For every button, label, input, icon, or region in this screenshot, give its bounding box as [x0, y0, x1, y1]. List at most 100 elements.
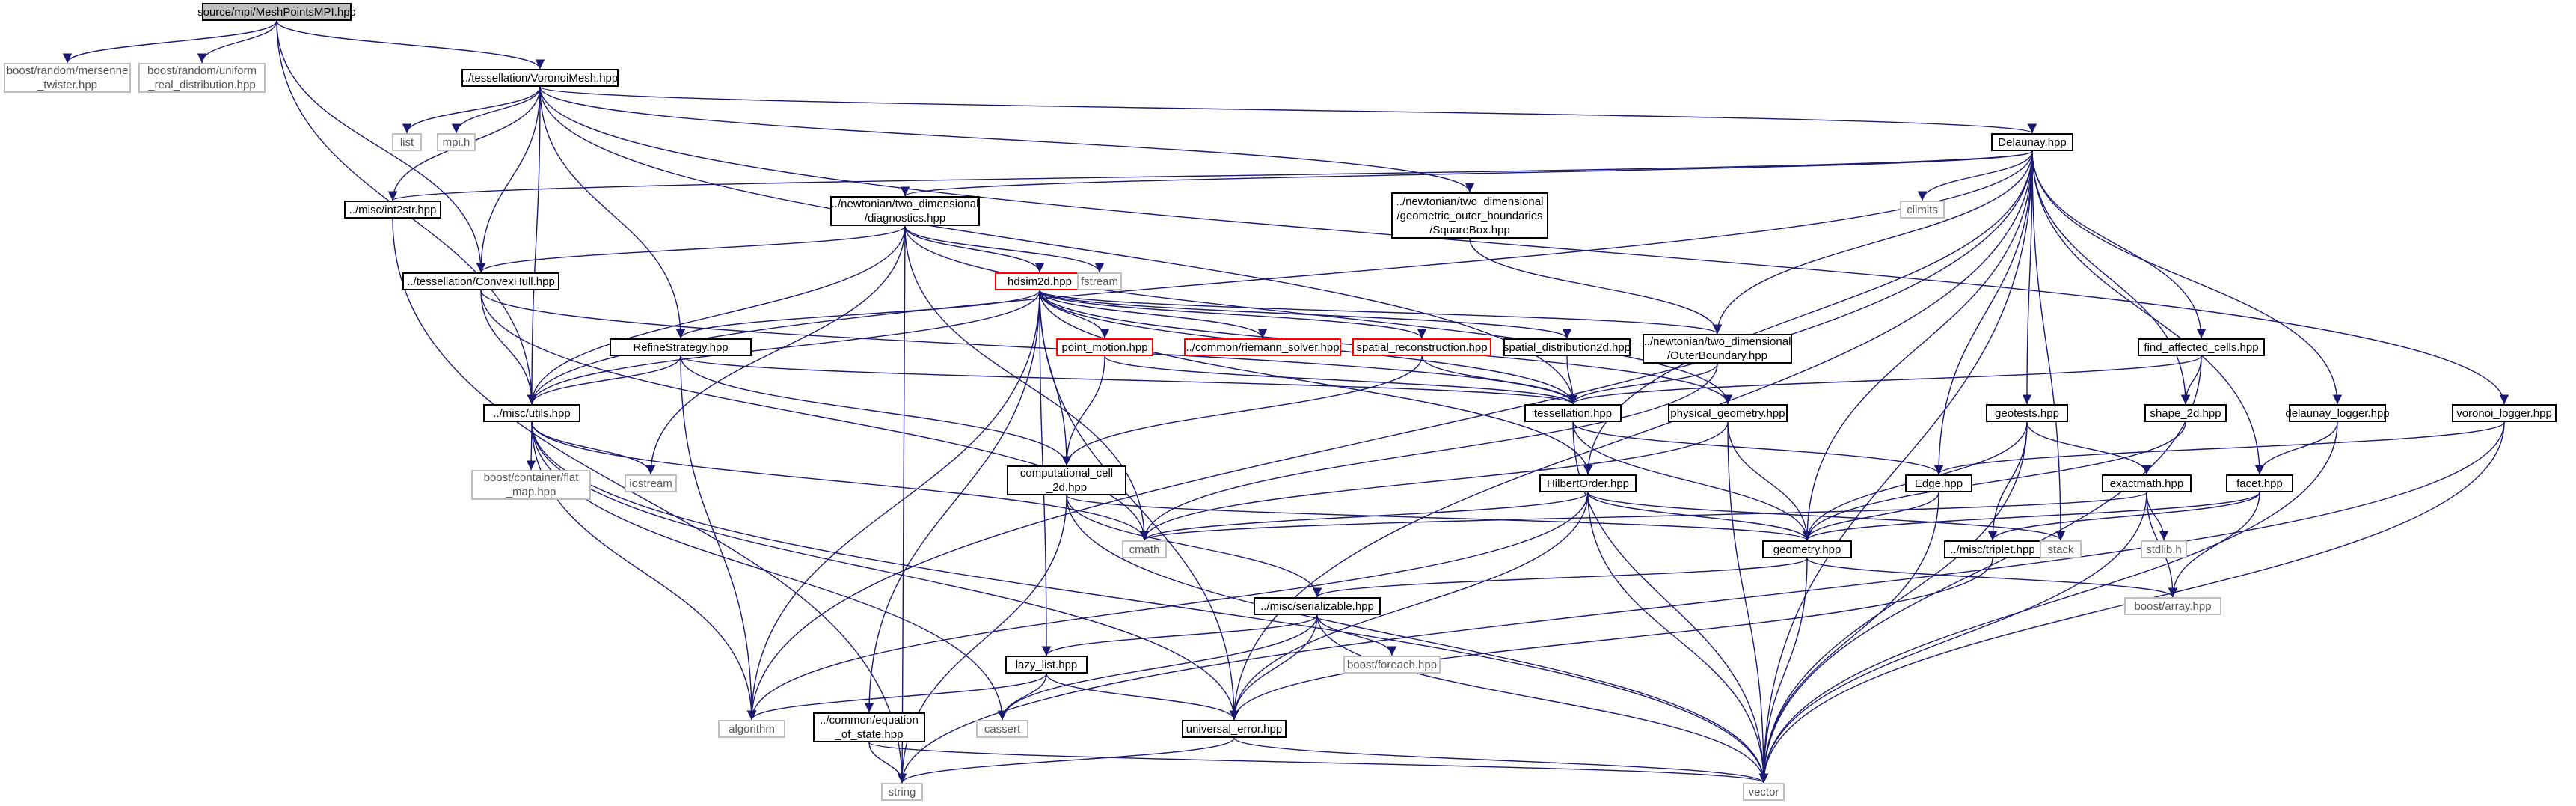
edge-voronoimesh-voronoilogger	[539, 86, 2509, 405]
edge-diagnostics-hdsim	[904, 225, 1045, 273]
edge-compcell-serializable	[1066, 495, 1322, 598]
node-lazylist[interactable]: lazy_list.hpp	[1005, 656, 1088, 674]
node-eos[interactable]: ../common/equation _of_state.hpp	[813, 712, 925, 742]
edge-facet-boostarray	[2168, 492, 2260, 598]
node-findaffected[interactable]: find_affected_cells.hpp	[2138, 338, 2265, 356]
edge-delaunaylogger-facet	[2254, 421, 2338, 475]
edge-geotests-exactmath	[2026, 421, 2152, 475]
edge-exactmath-cmath	[1140, 492, 2147, 541]
edge-physgeom-vector	[1727, 421, 1769, 784]
edge-hilbert-stack	[1587, 492, 2066, 541]
node-diagnostics[interactable]: ../newtonian/two_dimensional /diagnostic…	[830, 196, 980, 226]
node-voronoilogger[interactable]: voronoi_logger.hpp	[2452, 404, 2557, 422]
node-boostarray: boost/array.hpp	[2124, 597, 2221, 615]
node-universalerror[interactable]: universal_error.hpp	[1182, 720, 1287, 738]
node-delaunaylogger[interactable]: delaunay_logger.hpp	[2285, 404, 2390, 422]
edge-refine-utils	[527, 355, 681, 405]
node-root: source/mpi/MeshPointsMPI.hpp	[197, 3, 356, 21]
node-convexhull[interactable]: ../tessellation/ConvexHull.hpp	[402, 272, 559, 290]
node-physgeom[interactable]: physical_geometry.hpp	[1668, 404, 1788, 422]
edge-pointmotion-compcell	[1061, 355, 1105, 466]
edge-delaunay-outerboundary	[1712, 150, 2033, 335]
node-triplet[interactable]: ../misc/triplet.hpp	[1944, 540, 2041, 558]
edge-diagnostics-cmath	[904, 225, 1150, 541]
edge-findaffected-tessellation	[1568, 355, 2202, 405]
edge-voronoimesh-list	[402, 86, 541, 134]
edge-facet-triplet	[1987, 492, 2260, 541]
node-shape2d[interactable]: shape_2d.hpp	[2144, 404, 2227, 422]
edge-diagnostics-utils	[527, 225, 906, 405]
node-exactmath[interactable]: exactmath.hpp	[2102, 474, 2192, 492]
node-facet[interactable]: facet.hpp	[2226, 474, 2293, 492]
edge-delaunay-findaffected	[2031, 150, 2207, 339]
edge-physgeom-geometry	[1727, 421, 1812, 541]
node-uniform: boost/random/uniform _real_distribution.…	[138, 63, 266, 93]
edge-hdsim-algorithm	[746, 290, 1040, 721]
edge-utils-vector	[531, 421, 1769, 784]
edge-delaunay-utils	[527, 150, 2033, 405]
edge-diagnostics-fstream	[904, 225, 1105, 273]
edge-voronoimesh-utils	[527, 86, 541, 405]
node-refine[interactable]: RefineStrategy.hpp	[610, 338, 752, 356]
edge-compcell-geometry	[1066, 495, 1812, 541]
node-squarebox[interactable]: ../newtonian/two_dimensional /geometric_…	[1391, 192, 1548, 239]
node-edge[interactable]: Edge.hpp	[1905, 474, 1972, 492]
edge-serializable-vector	[1316, 614, 1769, 784]
edge-tessellation-edge	[1572, 421, 1944, 475]
edge-triplet-universalerror	[1229, 558, 1993, 721]
node-stack: stack	[2040, 540, 2082, 558]
edge-voronoimesh-delaunay	[539, 86, 2037, 134]
node-cmath: cmath	[1122, 540, 1167, 558]
edge-voronoilogger-edge	[1933, 421, 2505, 475]
node-int2str[interactable]: ../misc/int2str.hpp	[344, 201, 441, 219]
node-voronoimesh[interactable]: ../tessellation/VoronoiMesh.hpp	[461, 69, 619, 87]
edge-delaunay-edge	[1933, 150, 2033, 475]
edge-voronoimesh-tessellation	[539, 86, 1578, 405]
edge-geometry-vector	[1758, 558, 1808, 784]
node-compcell[interactable]: computational_cell _2d.hpp	[1007, 465, 1126, 495]
node-hdsim[interactable]: hdsim2d.hpp	[995, 272, 1085, 290]
edge-delaunay-vector	[1758, 150, 2033, 784]
edge-hilbert-geometry	[1587, 492, 1812, 541]
edge-hilbert-algorithm	[746, 492, 1589, 721]
edge-squarebox-outerboundary	[1469, 238, 1723, 335]
edge-serializable-lazylist	[1041, 614, 1318, 656]
edge-delaunay-facet	[2031, 150, 2265, 475]
node-utils[interactable]: ../misc/utils.hpp	[483, 404, 580, 422]
edge-spatialrec-compcell	[1061, 355, 1423, 466]
node-geometry[interactable]: geometry.hpp	[1762, 540, 1852, 558]
node-spatialrec[interactable]: spatial_reconstruction.hpp	[1352, 338, 1491, 356]
node-mpih: mpi.h	[437, 133, 476, 151]
edge-facet-geometry	[1802, 492, 2260, 541]
edge-delaunay-climits	[1917, 150, 2033, 201]
edge-root-voronoimesh	[276, 20, 545, 70]
node-pointmotion[interactable]: point_motion.hpp	[1056, 338, 1153, 356]
node-algorithm: algorithm	[718, 720, 785, 738]
edge-lazylist-cassert	[997, 673, 1047, 721]
edge-root-mersenne	[62, 20, 277, 64]
edge-edge-vector	[1758, 492, 1939, 784]
node-serializable[interactable]: ../misc/serializable.hpp	[1254, 597, 1381, 615]
edge-eos-vector	[868, 742, 1768, 784]
node-geotests[interactable]: geotests.hpp	[1986, 404, 2068, 422]
node-string: string	[881, 783, 923, 801]
node-spatialdist[interactable]: spatial_distribution2d.hpp	[1503, 338, 1631, 356]
edge-serializable-universalerror	[1229, 614, 1318, 721]
edge-utils-universalerror	[531, 421, 1239, 721]
node-tessellation[interactable]: tessellation.hpp	[1524, 404, 1622, 422]
node-outerboundary[interactable]: ../newtonian/two_dimensional /OuterBound…	[1643, 334, 1792, 364]
node-hilbert[interactable]: HilbertOrder.hpp	[1539, 474, 1637, 492]
edge-hilbert-cmath	[1139, 492, 1589, 541]
edge-hdsim-refine	[675, 290, 1040, 339]
node-stdlib: stdlib.h	[2141, 540, 2187, 558]
edge-serializable-cassert	[997, 614, 1318, 721]
node-delaunay[interactable]: Delaunay.hpp	[1991, 133, 2073, 151]
edge-utils-iostream	[531, 421, 656, 475]
edge-outerboundary-cmath	[1139, 363, 1718, 541]
edge-geometry-boostarray	[1806, 558, 2178, 598]
node-riemann[interactable]: ../common/riemann_solver.hpp	[1184, 338, 1341, 356]
edge-utils-algorithm	[531, 421, 757, 721]
edge-hilbert-universalerror	[1229, 492, 1589, 721]
